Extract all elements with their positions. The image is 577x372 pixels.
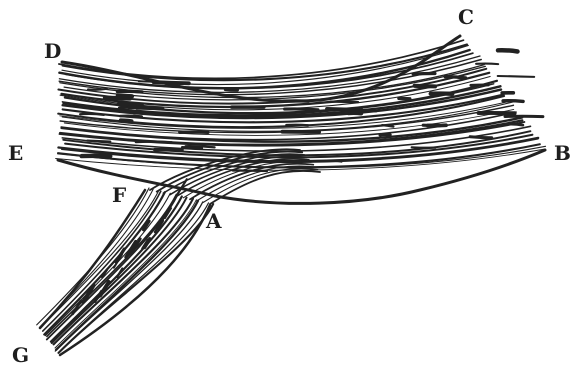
main-fiber-shading: [331, 102, 359, 103]
main-fiber-shading: [506, 124, 523, 125]
label-b: B: [554, 141, 571, 165]
main-fiber-shading: [445, 77, 465, 78]
main-fiber-shading: [331, 161, 342, 162]
main-fiber-shading: [382, 125, 393, 127]
label-f: F: [112, 183, 126, 207]
main-fiber-shading: [476, 64, 498, 65]
label-c: C: [458, 5, 474, 29]
label-d: D: [44, 39, 61, 63]
main-fiber-shading: [186, 146, 215, 147]
main-fiber-shading: [137, 108, 162, 109]
main-fiber-shading: [503, 101, 523, 102]
main-fiber-shading: [87, 141, 110, 142]
main-fiber-shading: [287, 125, 308, 126]
main-fiber-shading: [121, 120, 132, 121]
main-fiber-shading: [88, 89, 107, 90]
main-fiber-shading: [498, 76, 535, 77]
label-g: G: [12, 343, 29, 367]
main-fiber-shading: [136, 142, 172, 143]
main-fiber-shading: [202, 116, 222, 117]
label-a: A: [205, 209, 222, 233]
main-fiber-shading: [349, 113, 362, 114]
main-fiber-shading: [135, 113, 170, 114]
main-fiber-shading: [415, 86, 435, 87]
branch-fiber-shading: [144, 221, 149, 230]
label-e: E: [8, 141, 23, 165]
main-fiber-shading: [413, 74, 435, 75]
main-fiber-shading: [80, 114, 104, 115]
main-fiber-shading: [182, 148, 201, 149]
branch-fiber-bundle: [37, 149, 320, 353]
main-fiber-shading: [120, 116, 141, 117]
main-fiber-shading: [105, 98, 130, 99]
main-fiber-shading: [327, 109, 361, 110]
main-fiber-shading: [470, 137, 492, 138]
main-fiber-shading: [285, 109, 318, 110]
main-fiber-shading: [498, 50, 518, 51]
main-fiber-shading: [119, 104, 142, 105]
